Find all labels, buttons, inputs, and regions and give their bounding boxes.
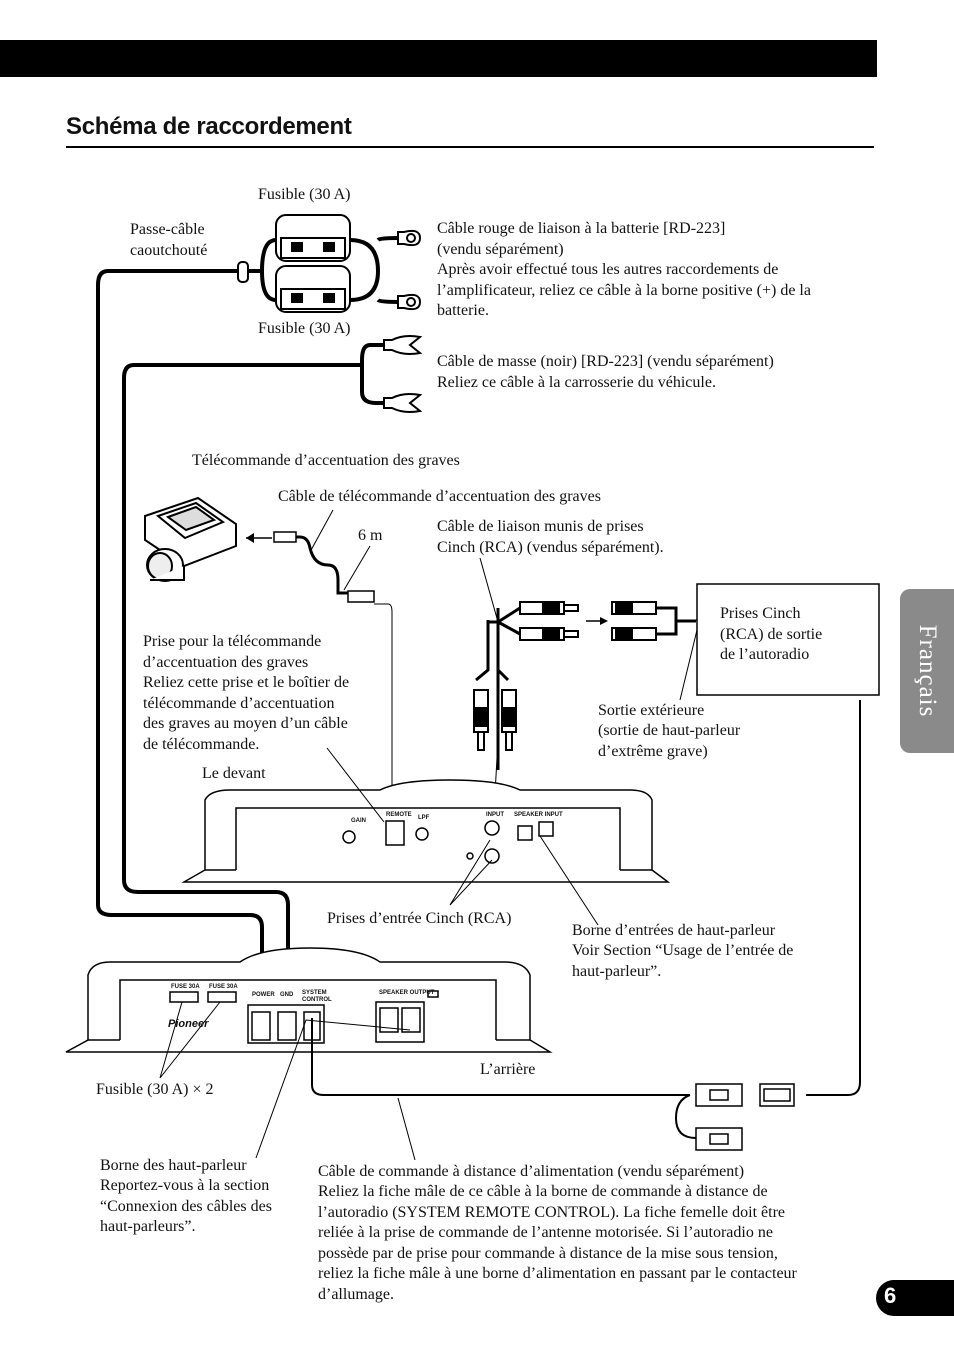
power-remote-wire xyxy=(311,1018,690,1096)
label-power-remote-3: l’autoradio (SYSTEM REMOTE CONTROL). La … xyxy=(318,1204,785,1221)
title-rule xyxy=(66,146,874,148)
label-fuse-x2: Fusible (30 A) × 2 xyxy=(96,1081,214,1098)
label-rear: L’arrière xyxy=(480,1061,536,1078)
label-ground-2: Reliez ce câble à la carrosserie du véhi… xyxy=(437,374,716,391)
label-remote-jack-3: Reliez cette prise et le boîtier de xyxy=(143,674,350,691)
label-remote-jack-6: de télécommande. xyxy=(143,736,260,753)
battery-wire-loop xyxy=(96,269,264,1018)
panel-system-control-label: SYSTEM CONTROL xyxy=(302,990,332,1003)
label-power-remote-4: reliée à la prise de commande de l’anten… xyxy=(318,1224,773,1241)
label-remote-jack-2: d’accentuation des graves xyxy=(143,654,309,671)
label-grommet-1: Passe-câble xyxy=(130,221,205,238)
label-remote-jack-4: télécommande d’accentuation xyxy=(143,695,335,712)
top-black-bar xyxy=(0,40,877,77)
label-power-remote-7: d’allumage. xyxy=(318,1286,394,1303)
label-remote-jack-5: des graves au moyen d’un câble xyxy=(143,715,348,732)
brand-logo: Pioneer xyxy=(168,1018,209,1030)
label-speaker-terminal-1: Borne des haut-parleur xyxy=(100,1157,247,1174)
spade-terminal-icon xyxy=(383,335,423,413)
label-battery-5: batterie. xyxy=(437,302,489,319)
rca-cable xyxy=(473,601,696,770)
label-ground-1: Câble de masse (noir) [RD-223] (vendu sé… xyxy=(437,353,774,370)
label-fuse-bottom: Fusible (30 A) xyxy=(258,320,351,337)
page-title: Schéma de raccordement xyxy=(66,113,352,140)
amplifier-front-panel xyxy=(181,779,671,883)
label-speaker-input-1: Borne d’entrées de haut-parleur xyxy=(572,922,776,939)
panel-speaker-input-label: SPEAKER INPUT xyxy=(514,812,563,818)
panel-input-label: INPUT xyxy=(486,812,504,818)
label-rca-output-2: (RCA) de sortie xyxy=(720,626,823,643)
label-speaker-terminal-4: haut-parleurs”. xyxy=(100,1218,196,1235)
label-battery-3: Après avoir effectué tous les autres rac… xyxy=(437,261,779,278)
panel-lpf-label: LPF xyxy=(418,815,430,821)
ring-terminal-icon xyxy=(397,229,422,311)
label-front: Le devant xyxy=(202,765,266,782)
label-bass-remote: Télécommande d’accentuation des graves xyxy=(192,452,460,469)
label-bass-remote-cable: Câble de télécommande d’accentuation des… xyxy=(278,488,601,505)
panel-remote-label: REMOTE xyxy=(386,812,412,818)
page-number-badge: 6 xyxy=(876,1280,954,1316)
label-power-remote-1: Câble de commande à distance d’alimentat… xyxy=(318,1163,745,1180)
panel-gain-label: GAIN xyxy=(351,818,366,824)
label-external-output-1: Sortie extérieure xyxy=(598,702,705,719)
label-external-output-3: d’extrême grave) xyxy=(598,743,708,760)
panel-fuse-label-b: FUSE 30A xyxy=(209,984,238,990)
label-rca-output-1: Prises Cinch xyxy=(720,605,801,622)
label-rca-cable-1: Câble de liaison munis de prises xyxy=(437,518,644,535)
label-battery-4: l’amplificateur, reliez ce câble à la bo… xyxy=(437,282,811,299)
label-battery-1: Câble rouge de liaison à la batterie [RD… xyxy=(437,220,726,237)
label-battery-2: (vendu séparément) xyxy=(437,241,564,258)
label-external-output-2: (sortie de haut-parleur xyxy=(598,722,741,739)
label-rca-output-3: de l’autoradio xyxy=(720,646,810,663)
panel-gnd-label: GND xyxy=(280,992,294,998)
bass-remote-icon xyxy=(144,496,237,582)
power-remote-plug-icon xyxy=(695,1083,795,1151)
label-power-remote-5: possède par de prise pour commande à dis… xyxy=(318,1245,778,1262)
panel-speaker-output-label: SPEAKER OUTPUT xyxy=(379,990,435,996)
remote-cable xyxy=(273,531,397,822)
label-speaker-input-3: haut-parleur”. xyxy=(572,963,662,980)
fuse-holder-top xyxy=(275,214,351,262)
amplifier-rear-panel xyxy=(65,947,553,1053)
label-speaker-input-2: Voir Section “Usage de l’entrée de xyxy=(572,942,794,959)
panel-power-label: POWER xyxy=(252,992,275,998)
page-number: 6 xyxy=(884,1283,897,1308)
label-rca-input: Prises d’entrée Cinch (RCA) xyxy=(327,910,512,927)
ground-wire-loop xyxy=(122,343,385,1018)
language-tab: Français xyxy=(900,589,954,753)
battery-cable-wire xyxy=(246,236,399,304)
label-rca-cable-2: Cinch (RCA) (vendus séparément). xyxy=(437,539,664,556)
label-power-remote-2: Reliez la fiche mâle de ce câble à la bo… xyxy=(318,1183,768,1200)
label-fuse-top: Fusible (30 A) xyxy=(258,186,351,203)
fuse-holder-bottom xyxy=(275,265,351,313)
head-unit-box xyxy=(696,583,880,696)
language-tab-label: Français xyxy=(914,624,941,718)
label-speaker-terminal-2: Reportez-vous à la section xyxy=(100,1177,270,1194)
label-remote-jack-1: Prise pour la télécommande xyxy=(143,633,322,650)
panel-fuse-label-a: FUSE 30A xyxy=(171,984,200,990)
label-length: 6 m xyxy=(358,527,383,544)
label-speaker-terminal-3: “Connexion des câbles des xyxy=(100,1198,272,1215)
label-power-remote-6: reliez la fiche mâle à une borne d’alime… xyxy=(318,1265,797,1282)
label-grommet-2: caoutchouté xyxy=(130,242,208,259)
grommet-icon xyxy=(237,261,249,283)
